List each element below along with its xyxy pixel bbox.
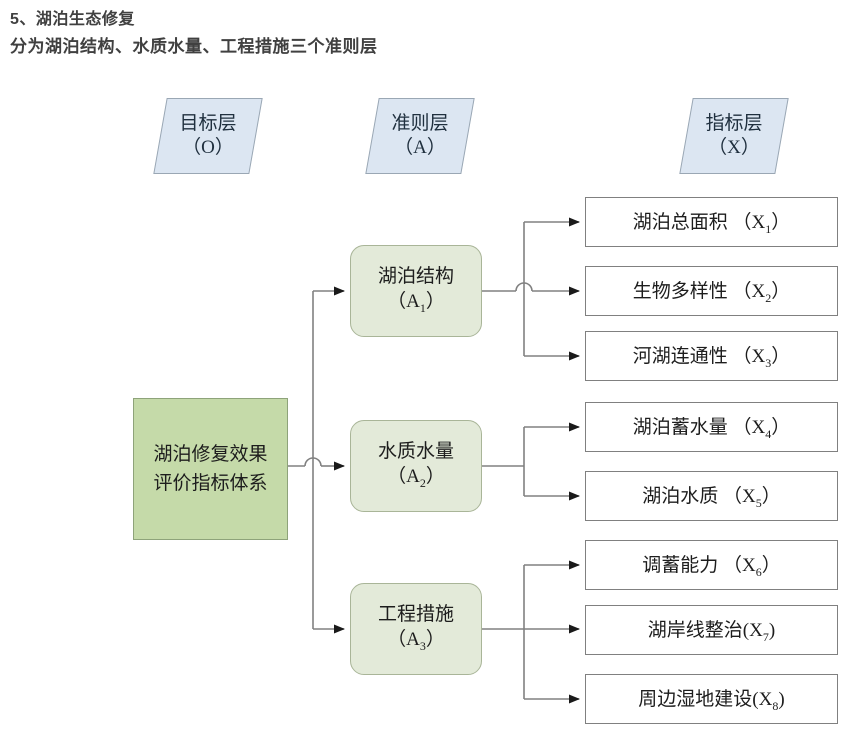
layer-header-indicator-title: 指标层 — [705, 113, 763, 135]
indicator-node-X2: 生物多样性 （X2） — [585, 266, 838, 316]
layer-header-criteria: 准则层 （A） — [365, 98, 475, 174]
criteria-node-A2: 水质水量 （A2） — [350, 420, 482, 512]
indicator-node-X6: 调蓄能力 （X6） — [585, 540, 838, 590]
indicator-node-X2-label: 生物多样性 （X2） — [632, 281, 791, 305]
criteria-node-A3-title: 工程措施 — [377, 604, 454, 626]
indicator-node-X5: 湖泊水质 （X5） — [585, 471, 838, 521]
criteria-node-A2-title: 水质水量 — [377, 441, 454, 463]
layer-header-criteria-code: （A） — [394, 137, 446, 158]
criteria-node-A1-code: （A1） — [387, 291, 445, 315]
criteria-node-A1-title: 湖泊结构 — [377, 266, 454, 288]
indicator-node-X1-label: 湖泊总面积 （X1） — [632, 212, 791, 236]
indicator-node-X6-label: 调蓄能力 （X6） — [642, 555, 781, 579]
indicator-node-X5-label: 湖泊水质 （X5） — [642, 486, 781, 510]
layer-header-goal: 目标层 （O） — [153, 98, 263, 174]
criteria-node-A3-code: （A3） — [387, 629, 445, 653]
layer-header-goal-title: 目标层 — [179, 113, 237, 135]
criteria-node-A1: 湖泊结构 （A1） — [350, 245, 482, 337]
indicator-node-X4: 湖泊蓄水量 （X4） — [585, 402, 838, 452]
layer-header-indicator: 指标层 （X） — [679, 98, 789, 174]
goal-node: 湖泊修复效果评价指标体系 — [133, 398, 288, 540]
indicator-node-X7: 湖岸线整治(X7) — [585, 605, 838, 655]
layer-header-criteria-title: 准则层 — [391, 113, 449, 135]
page-title: 5、湖泊生态修复 — [10, 11, 135, 28]
layer-header-goal-code: （O） — [182, 137, 234, 158]
indicator-node-X8: 周边湿地建设(X8) — [585, 674, 838, 724]
indicator-node-X8-label: 周边湿地建设(X8) — [638, 689, 785, 713]
indicator-node-X3-label: 河湖连通性 （X3） — [632, 346, 791, 370]
page-subtitle: 分为湖泊结构、水质水量、工程措施三个准则层 — [10, 37, 378, 56]
indicator-node-X3: 河湖连通性 （X3） — [585, 331, 838, 381]
criteria-node-A3: 工程措施 （A3） — [350, 583, 482, 675]
indicator-node-X4-label: 湖泊蓄水量 （X4） — [632, 417, 791, 441]
indicator-node-X7-label: 湖岸线整治(X7) — [647, 620, 776, 644]
indicator-node-X1: 湖泊总面积 （X1） — [585, 197, 838, 247]
criteria-node-A2-code: （A2） — [387, 466, 445, 490]
layer-header-indicator-code: （X） — [708, 137, 760, 158]
goal-node-label: 湖泊修复效果评价指标体系 — [153, 443, 268, 494]
